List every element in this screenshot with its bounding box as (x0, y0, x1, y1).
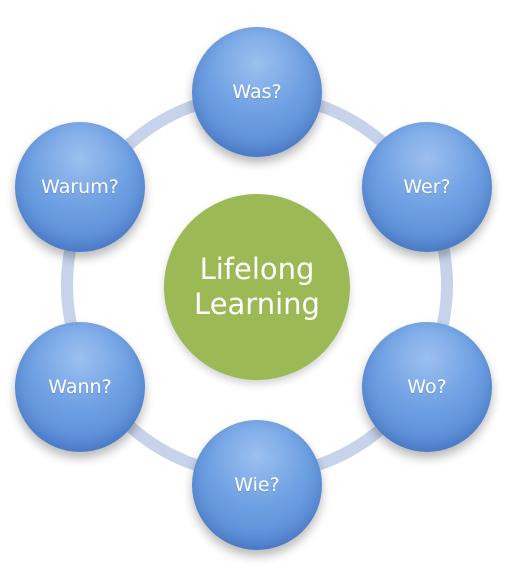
node-wie: Wie? (192, 420, 322, 550)
node-wo: Wo? (362, 322, 492, 452)
center-label-line2: Learning (194, 287, 320, 321)
node-was: Was? (192, 27, 322, 157)
node-wann-label: Wann? (48, 376, 112, 398)
node-wer: Wer? (362, 122, 492, 252)
node-warum-label: Warum? (41, 176, 119, 198)
node-warum: Warum? (15, 122, 145, 252)
node-was-label: Was? (232, 81, 282, 103)
node-wer-label: Wer? (403, 176, 451, 198)
center-circle: Lifelong Learning (164, 194, 350, 380)
center-label-line1: Lifelong (199, 252, 315, 287)
node-wo-label: Wo? (407, 376, 447, 398)
node-wie-label: Wie? (234, 474, 280, 496)
node-wann: Wann? (15, 322, 145, 452)
